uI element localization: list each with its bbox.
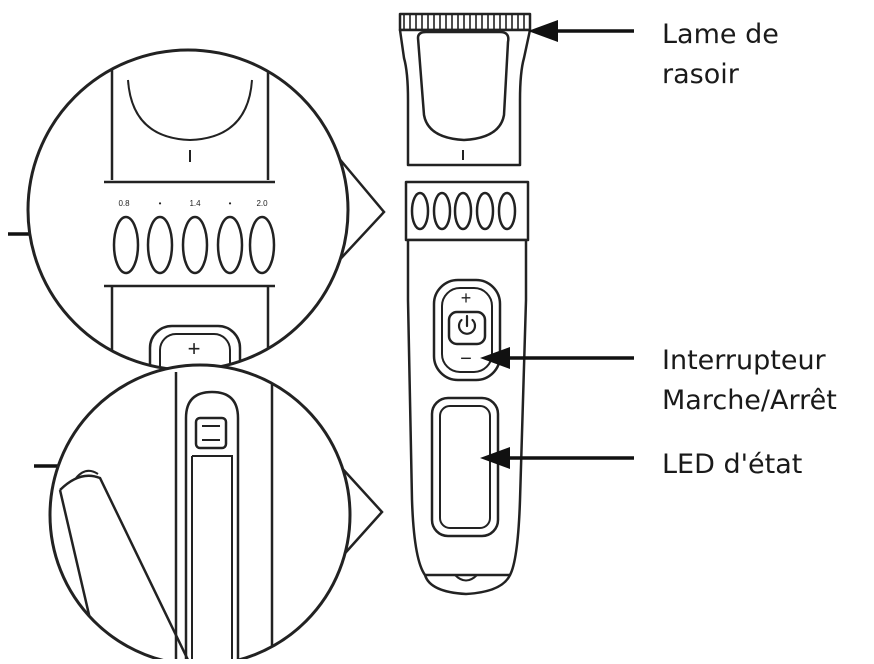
blade-label-line1: Lame de: [662, 19, 779, 50]
status-led: [430, 396, 500, 538]
arrow-switch: [480, 347, 634, 369]
dial-ring: [404, 180, 530, 242]
zoom-plus-label: +: [188, 336, 201, 361]
control-panel: [432, 278, 502, 382]
arrow-blade: [528, 20, 634, 42]
minus-button[interactable]: −: [460, 348, 472, 370]
dial-mark: 2.0: [256, 199, 268, 208]
plus-button-label: +: [461, 288, 472, 308]
plus-button[interactable]: +: [461, 288, 472, 308]
trimmer-body: [398, 12, 532, 596]
dial-mark: •: [229, 199, 232, 208]
dial-marks: 0.8 • 1.4 • 2.0: [118, 199, 268, 208]
dial-mark: •: [159, 199, 162, 208]
blade-label-line2: rasoir: [662, 59, 739, 90]
zoom-dial-ridges: [112, 215, 276, 275]
blade-label: Lame de rasoir: [662, 15, 779, 95]
minus-button-label: −: [460, 348, 472, 370]
power-icon: [457, 314, 477, 335]
dial-mark: 0.8: [118, 199, 130, 208]
foot-notch: [454, 574, 478, 582]
handle-foot: [423, 574, 512, 596]
switch-label-line2: Marche/Arrêt: [662, 385, 837, 416]
switch-label: Interrupteur Marche/Arrêt: [662, 341, 837, 421]
led-label: LED d'état: [662, 445, 802, 485]
blade-teeth: [398, 12, 532, 32]
blade-window: [416, 30, 510, 142]
arrow-led: [480, 447, 634, 469]
switch-label-line1: Interrupteur: [662, 345, 826, 376]
dial-mark: 1.4: [189, 199, 201, 208]
led-label-text: LED d'état: [662, 449, 803, 480]
zoom-dial: 0.8 • 1.4 • 2.0 +: [26, 48, 386, 372]
zoom-battery: [48, 363, 384, 664]
power-button[interactable]: [447, 310, 487, 346]
